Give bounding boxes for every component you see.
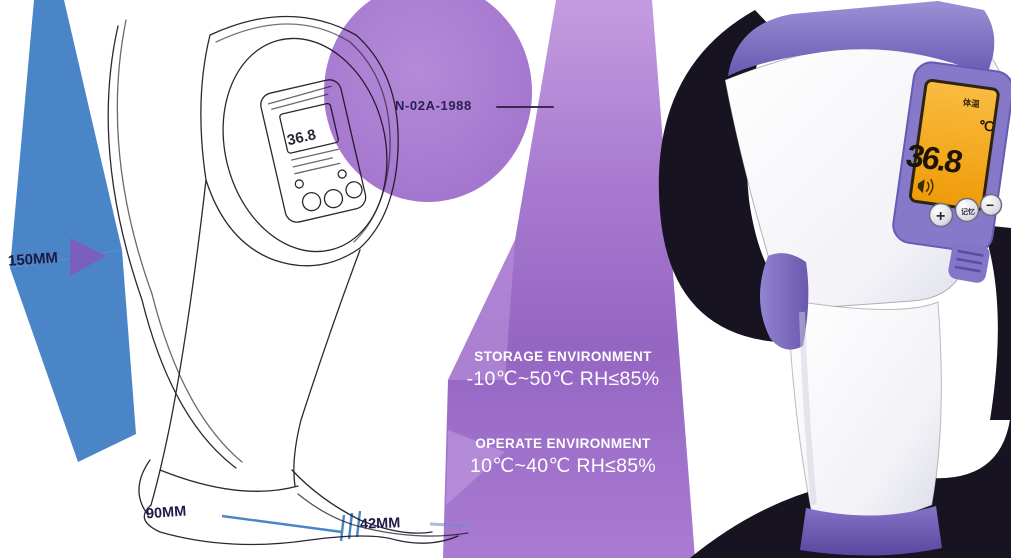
sketch-hatch-lines bbox=[291, 148, 341, 175]
minus-button-label: − bbox=[986, 197, 994, 213]
operate-environment-title: OPERATE ENVIRONMENT bbox=[475, 436, 651, 451]
height-arrow bbox=[70, 238, 106, 276]
device-top-cap bbox=[728, 1, 995, 76]
storage-environment-title: STORAGE ENVIRONMENT bbox=[474, 349, 652, 364]
sketch-base-top bbox=[159, 469, 299, 492]
gradient-banner bbox=[324, 0, 695, 558]
sketch-small-circle-1 bbox=[294, 179, 304, 189]
blue-ribbon-lower bbox=[10, 250, 136, 462]
width-leader-line bbox=[429, 522, 469, 528]
device-trigger bbox=[759, 253, 809, 350]
device-buttons: + 记忆 − bbox=[928, 193, 1003, 228]
length-dimension-label: 90MM bbox=[145, 503, 187, 523]
sketch-base-bottom bbox=[143, 504, 459, 546]
width-dimension-label: 42MM bbox=[359, 515, 401, 533]
sketch-display-value: 36.8 bbox=[285, 126, 317, 149]
operate-environment-block: OPERATE ENVIRONMENT 10℃~40℃ RH≤85% bbox=[444, 436, 682, 478]
sketch-sensor-lines bbox=[267, 85, 332, 110]
product-photo: 体温 36.8 ℃ + 记忆 − bbox=[658, 1, 1011, 558]
photo-shadow-left bbox=[658, 10, 804, 342]
dimension-ribbon-blue bbox=[10, 0, 469, 542]
storage-environment-value: -10℃~50℃ RH≤85% bbox=[466, 368, 660, 390]
blue-ribbon-upper bbox=[10, 0, 122, 268]
sketch-button-circle-1 bbox=[301, 191, 322, 212]
top-callout-label: N-02A-1988 bbox=[395, 98, 472, 113]
speaker-grille bbox=[948, 241, 990, 283]
sketch-outer-arc bbox=[107, 25, 237, 469]
operate-environment-value: 10℃~40℃ RH≤85% bbox=[469, 455, 657, 477]
device-handle bbox=[787, 299, 942, 522]
photo-shadow-right bbox=[982, 225, 1011, 420]
handle-shading bbox=[799, 311, 817, 506]
height-dimension-label: 150MM bbox=[7, 249, 59, 270]
plus-button-label: + bbox=[936, 208, 945, 225]
speaker-icon bbox=[917, 178, 934, 196]
sketch-display-outline bbox=[279, 102, 339, 154]
sketch-handle-right bbox=[293, 249, 361, 487]
banner-fold-highlight bbox=[448, 240, 515, 380]
grille-lines bbox=[954, 249, 984, 273]
sketch-inner-ring bbox=[222, 37, 388, 253]
lcd-temperature-value: 36.8 bbox=[903, 137, 965, 180]
sketch-panel-outline bbox=[260, 79, 367, 223]
sketch-small-circle-2 bbox=[337, 169, 347, 179]
mode-button bbox=[954, 197, 980, 223]
banner-fold-highlight-2 bbox=[446, 430, 505, 505]
length-leader-line bbox=[221, 514, 343, 534]
plus-button bbox=[928, 202, 954, 228]
sketch-button-circle-2 bbox=[323, 188, 344, 209]
sketch-button-circle-3 bbox=[345, 181, 363, 199]
sketch-base-leader bbox=[297, 493, 469, 537]
sketch-outer-arc-echo bbox=[116, 19, 243, 463]
sketch-handle-left bbox=[150, 179, 207, 506]
thermometer-sketch: 36.8 bbox=[107, 15, 554, 546]
sketch-base-flare bbox=[291, 469, 433, 534]
banner-circle-blob bbox=[324, 0, 532, 202]
storage-environment-block: STORAGE ENVIRONMENT -10℃~50℃ RH≤85% bbox=[444, 349, 682, 391]
sketch-head-outline bbox=[200, 15, 399, 267]
sketch-panel: 36.8 bbox=[260, 79, 367, 223]
banner-ribbon bbox=[443, 0, 695, 558]
lcd-mode-label: 体温 bbox=[962, 97, 981, 109]
lcd-unit: ℃ bbox=[978, 117, 995, 134]
minus-button bbox=[979, 193, 1003, 217]
mode-button-label: 记忆 bbox=[961, 207, 975, 216]
device-base-cap bbox=[800, 506, 942, 556]
sketch-foot-arc bbox=[138, 459, 151, 516]
